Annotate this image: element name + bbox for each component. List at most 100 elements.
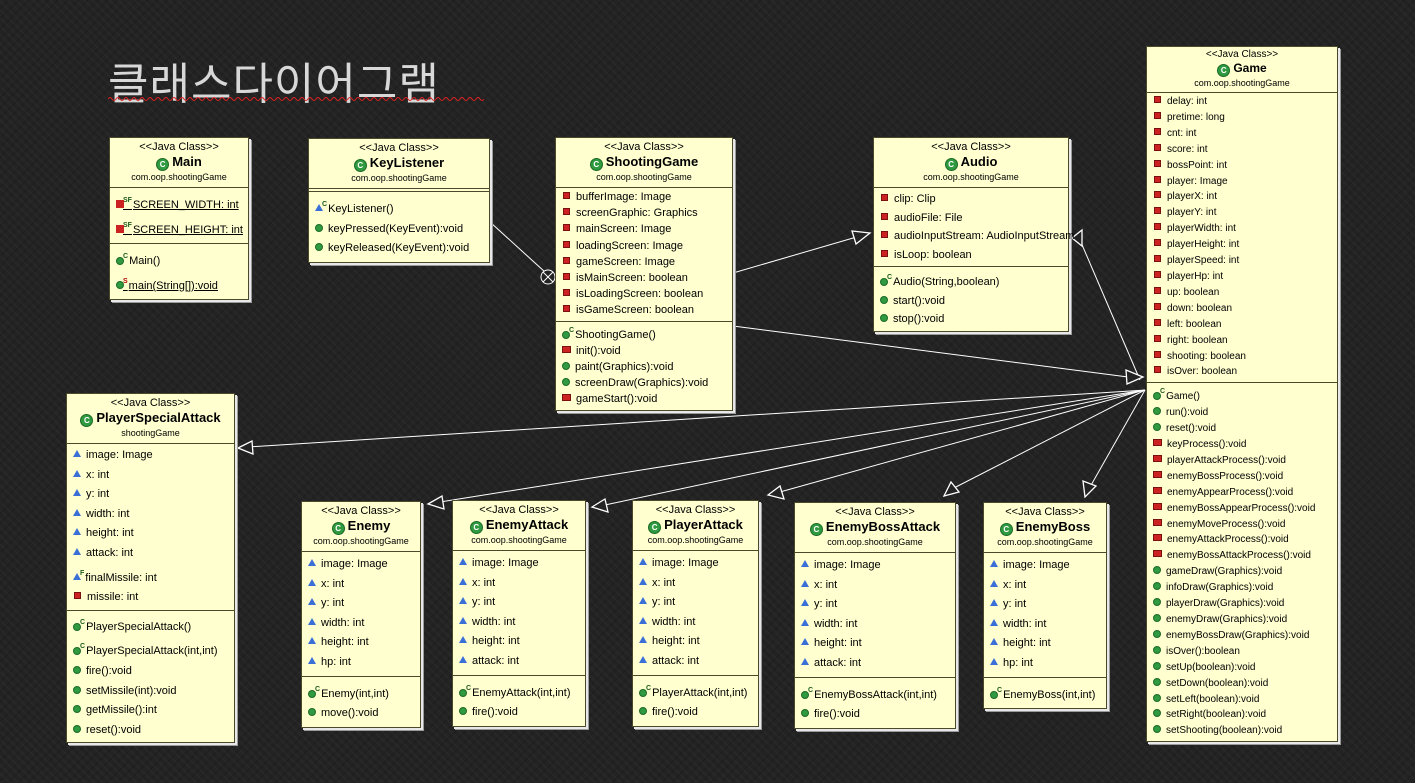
member-text: y: int	[1003, 598, 1027, 611]
protected-field-icon	[459, 655, 467, 663]
member-text: setShooting(boolean):void	[1166, 725, 1283, 737]
protected-field-icon	[990, 638, 998, 646]
stereotype-label: <<Java Class>>	[1205, 49, 1279, 60]
member-text: enemyMoveProcess():void	[1167, 518, 1286, 530]
member-text: move():void	[321, 707, 379, 720]
public-method-icon	[1153, 629, 1161, 638]
member-text: score: int	[1167, 143, 1208, 155]
fields-section: SFSCREEN_WIDTH: int SFSCREEN_HEIGHT: int	[110, 188, 248, 245]
private-method-icon	[562, 394, 571, 402]
member-text: attack: int	[472, 654, 520, 667]
private-field-icon	[1154, 191, 1161, 199]
private-method-icon	[1153, 550, 1162, 558]
member-text: paint(Graphics):void	[575, 361, 674, 374]
member-text: gameStart():void	[576, 393, 658, 406]
methods-section: CGame() run():void reset():void keyProce…	[1147, 383, 1337, 741]
connector-game-playerattack	[779, 389, 1146, 493]
member-text: getMissile():int	[86, 704, 157, 717]
method-row: CKeyListener()	[309, 195, 489, 220]
public-method-icon	[1153, 582, 1161, 591]
private-field-icon	[563, 208, 570, 216]
member-text: fire():void	[814, 708, 860, 721]
methods-section: CMain() Smain(String[]):void	[110, 244, 248, 299]
class-icon: C	[469, 521, 483, 534]
arrowhead-enemyboss-icon	[1082, 480, 1098, 499]
member-text: bufferImage: Image	[576, 191, 672, 203]
private-field-icon	[74, 592, 81, 600]
field-row: SFSCREEN_WIDTH: int	[110, 191, 248, 216]
connector-game-playerspecialattack	[247, 389, 1146, 448]
member-text: isOver: boolean	[1167, 366, 1238, 378]
modifier-marker-icon: C	[997, 686, 1003, 694]
class-icon: C	[80, 414, 94, 427]
class-icon: C	[999, 523, 1013, 536]
member-text: keyProcess():void	[1167, 439, 1247, 451]
public-method-icon	[639, 707, 647, 716]
private-field-icon	[1154, 286, 1161, 294]
member-text: enemyDraw(Graphics):void	[1166, 614, 1288, 625]
protected-field-icon	[990, 618, 998, 626]
protected-field-icon	[308, 656, 316, 664]
class-icon: C	[353, 159, 367, 172]
fields-section: image: Image x: int y: int width: int he…	[67, 444, 234, 611]
member-text: keyPressed(KeyEvent):void	[328, 222, 464, 235]
private-field-icon	[563, 224, 570, 232]
arrowhead-audio-icon	[851, 230, 872, 246]
member-text: finalMissile: int	[85, 571, 157, 584]
member-text: attack: int	[814, 656, 862, 669]
arrowhead-enemybossattack-icon	[942, 480, 961, 497]
member-text: playerAttackProcess():void	[1167, 454, 1286, 466]
method-row: Smain(String[]):void	[110, 272, 248, 297]
member-text: keyReleased(KeyEvent):void	[328, 242, 470, 255]
protected-field-icon	[308, 559, 316, 566]
protected-field-icon	[801, 560, 809, 567]
class-icon: C	[156, 158, 170, 171]
stereotype-label: <<Java Class>>	[604, 141, 684, 153]
member-text: bossPoint: int	[1167, 159, 1228, 171]
member-text: playerHp: int	[1167, 270, 1224, 282]
stereotype-label: <<Java Class>>	[321, 505, 401, 517]
public-method-icon	[801, 709, 809, 718]
constructor-icon	[73, 647, 81, 656]
member-text: right: boolean	[1167, 334, 1228, 346]
private-field-icon	[1154, 207, 1161, 215]
class-icon: C	[589, 158, 603, 171]
member-text: isLoop: boolean	[894, 248, 972, 261]
protected-field-icon	[990, 579, 998, 587]
member-text: image: Image	[814, 559, 881, 571]
method-row: keyPressed(KeyEvent):void	[309, 220, 489, 240]
protected-field-icon	[459, 636, 467, 644]
class-package: com.oop.shootingGame	[827, 537, 923, 547]
class-icon: C	[809, 523, 823, 536]
private-field-icon	[881, 231, 888, 238]
member-text: audioInputStream: AudioInputStream	[894, 230, 1075, 242]
member-text: x: int	[472, 576, 496, 589]
member-text: playerWidth: int	[1167, 223, 1236, 235]
stereotype-label: <<Java Class>>	[139, 141, 219, 153]
private-field-icon	[563, 273, 570, 281]
static-method-icon	[116, 280, 124, 289]
public-method-icon	[73, 724, 81, 733]
private-field-icon	[1154, 159, 1161, 167]
class-icon: C	[1217, 64, 1231, 77]
protected-field-icon	[639, 636, 647, 644]
member-text: x: int	[86, 468, 110, 481]
protected-field-icon	[801, 657, 809, 665]
methods-section: CEnemyBossAttack(int,int) fire():void	[795, 678, 955, 728]
